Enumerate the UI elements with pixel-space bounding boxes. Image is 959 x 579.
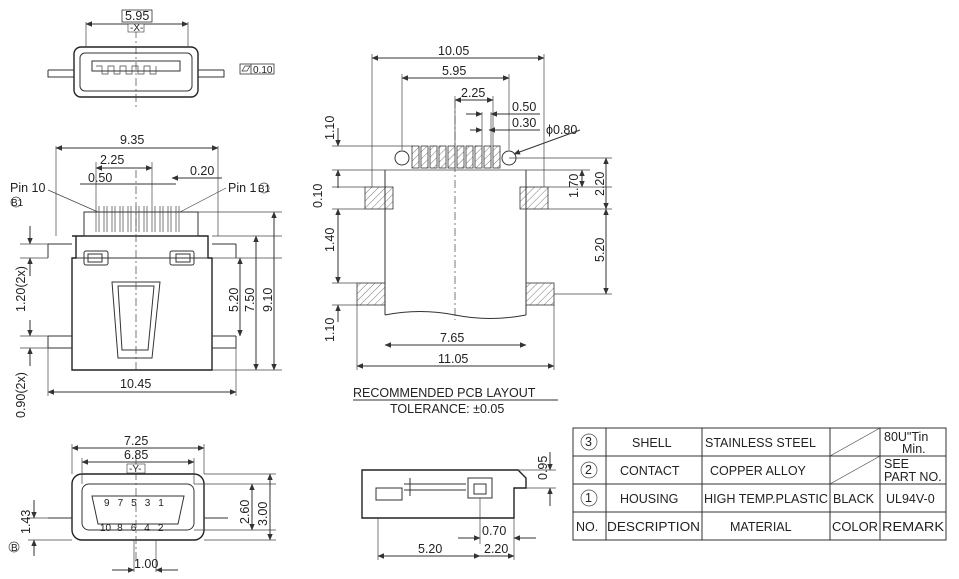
table-row: 3 SHELL STAINLESS STEEL 80U"Tin Min. — [580, 430, 928, 456]
end-dim-1-00: 1.00 — [134, 557, 158, 571]
pin1-ref: B1 — [258, 184, 271, 195]
side-view: 0.95 0.70 5.20 2.20 — [361, 452, 556, 560]
row3-material: STAINLESS STEEL — [705, 436, 816, 450]
row2-no: 2 — [585, 463, 592, 477]
row1-description: HOUSING — [620, 492, 678, 506]
datum-b-label: B — [11, 543, 18, 554]
row2-remark-1: SEE — [884, 457, 909, 471]
row3-description: SHELL — [632, 436, 672, 450]
pcb-dim-5-95: 5.95 — [442, 64, 466, 78]
dim-5-20: 5.20 — [227, 288, 241, 312]
pin10-ref: B1 — [11, 198, 24, 209]
header-material: MATERIAL — [730, 520, 792, 534]
row1-color: BLACK — [833, 492, 875, 506]
end-dim-2-60: 2.60 — [238, 500, 252, 524]
end-pin-10: 10 — [100, 523, 112, 534]
end-pin-3: 3 — [145, 498, 151, 509]
dim-9-35: 9.35 — [120, 133, 144, 147]
end-pin-2: 2 — [158, 523, 164, 534]
datum-b-circle — [8, 541, 20, 553]
front-view: 9.35 2.25 0.20 0.50 Pin 10 B1 Pin 1 B1 1… — [10, 133, 282, 418]
end-dim-6-85: 6.85 — [124, 448, 148, 462]
pcb-dim-7-65: 7.65 — [440, 331, 464, 345]
pcb-dim-0-10: 0.10 — [311, 184, 325, 208]
end-dim-3-00: 3.00 — [256, 502, 270, 526]
flatness-value: 0.10 — [253, 65, 273, 76]
end-pin-7: 7 — [118, 498, 124, 509]
pcb-dim-0-30: 0.30 — [512, 116, 536, 130]
side-dim-5-20: 5.20 — [418, 542, 442, 556]
dim-0-50: 0.50 — [88, 171, 112, 185]
table-row: 1 HOUSING HIGH TEMP.PLASTIC BLACK UL94V-… — [580, 489, 935, 507]
pcb-dim-1-70: 1.70 — [567, 174, 581, 198]
end-pin-8: 8 — [117, 523, 123, 534]
pcb-dim-11-05: 11.05 — [438, 352, 468, 366]
end-dim-1-43: 1.43 — [19, 510, 33, 534]
row1-remark: UL94V-0 — [886, 492, 935, 506]
datum-y-label: -Y- — [129, 464, 141, 475]
row3-remark-1: 80U"Tin — [884, 430, 928, 444]
header-remark: REMARK — [882, 520, 945, 534]
pcb-layout: 10.05 5.95 2.25 0.50 0.30 ϕ0.80 1.10 0.1… — [311, 44, 612, 416]
row2-description: CONTACT — [620, 464, 680, 478]
pin10-ref-circle — [10, 196, 22, 208]
pcb-dim-1-10-top: 1.10 — [323, 116, 337, 140]
side-dim-2-20: 2.20 — [484, 542, 508, 556]
pin10-label: Pin 10 — [10, 181, 45, 195]
pcb-dim-2-20: 2.20 — [593, 172, 607, 196]
end-pin-5: 5 — [131, 498, 137, 509]
top-width-dim: 5.95 — [125, 9, 149, 23]
dim-1-20-2x: 1.20(2x) — [14, 266, 28, 312]
row3-remark-2: Min. — [902, 442, 926, 456]
top-view: 5.95 -X- 0.10 — [47, 9, 275, 108]
end-pin-6: 6 — [131, 523, 137, 534]
pin1-ref-circle — [258, 182, 270, 194]
row1-material: HIGH TEMP.PLASTIC — [704, 492, 828, 506]
header-no: NO. — [576, 520, 598, 534]
material-table: 3 SHELL STAINLESS STEEL 80U"Tin Min. 2 C… — [572, 427, 947, 541]
end-pin-4: 4 — [144, 523, 150, 534]
end-pin-9: 9 — [104, 498, 110, 509]
pin1-label: Pin 1 — [228, 181, 257, 195]
row2-material: COPPER ALLOY — [710, 464, 807, 478]
row3-no: 3 — [585, 435, 592, 449]
pcb-layout-title: RECOMMENDED PCB LAYOUT — [353, 386, 536, 400]
row1-no: 1 — [585, 491, 592, 505]
header-description: DESCRIPTION — [607, 520, 700, 534]
pcb-dim-0-50: 0.50 — [512, 100, 536, 114]
end-dim-7-25: 7.25 — [124, 434, 148, 448]
pcb-dim-1-40: 1.40 — [323, 228, 337, 252]
dim-9-10: 9.10 — [261, 288, 275, 312]
dim-10-45: 10.45 — [120, 377, 151, 391]
side-dim-0-70: 0.70 — [482, 524, 506, 538]
pcb-pad-row — [411, 145, 501, 169]
datum-x-label: -X- — [130, 23, 143, 34]
pin-array — [83, 206, 199, 237]
side-dim-0-95: 0.95 — [536, 456, 550, 480]
pcb-dim-10-05: 10.05 — [438, 44, 469, 58]
dim-2-25: 2.25 — [100, 153, 124, 167]
row2-remark-2: PART NO. — [884, 470, 942, 484]
dim-7-50: 7.50 — [243, 288, 257, 312]
header-color: COLOR — [832, 520, 878, 534]
table-header: NO. DESCRIPTION MATERIAL COLOR REMARK — [576, 520, 945, 534]
dim-0-20: 0.20 — [190, 164, 214, 178]
pcb-tolerance: TOLERANCE: ±0.05 — [390, 402, 504, 416]
pcb-dim-1-10-bottom: 1.10 — [323, 318, 337, 342]
pcb-dim-2-25: 2.25 — [461, 86, 485, 100]
dim-0-90-2x: 0.90(2x) — [14, 372, 28, 418]
pcb-dim-phi-0-80: ϕ0.80 — [546, 123, 577, 137]
flatness-icon — [241, 65, 251, 72]
pcb-dim-5-20: 5.20 — [593, 238, 607, 262]
table-row: 2 CONTACT COPPER ALLOY SEE PART NO. — [580, 457, 942, 484]
end-pin-1: 1 — [158, 498, 164, 509]
pcb-hole-left — [394, 150, 410, 166]
